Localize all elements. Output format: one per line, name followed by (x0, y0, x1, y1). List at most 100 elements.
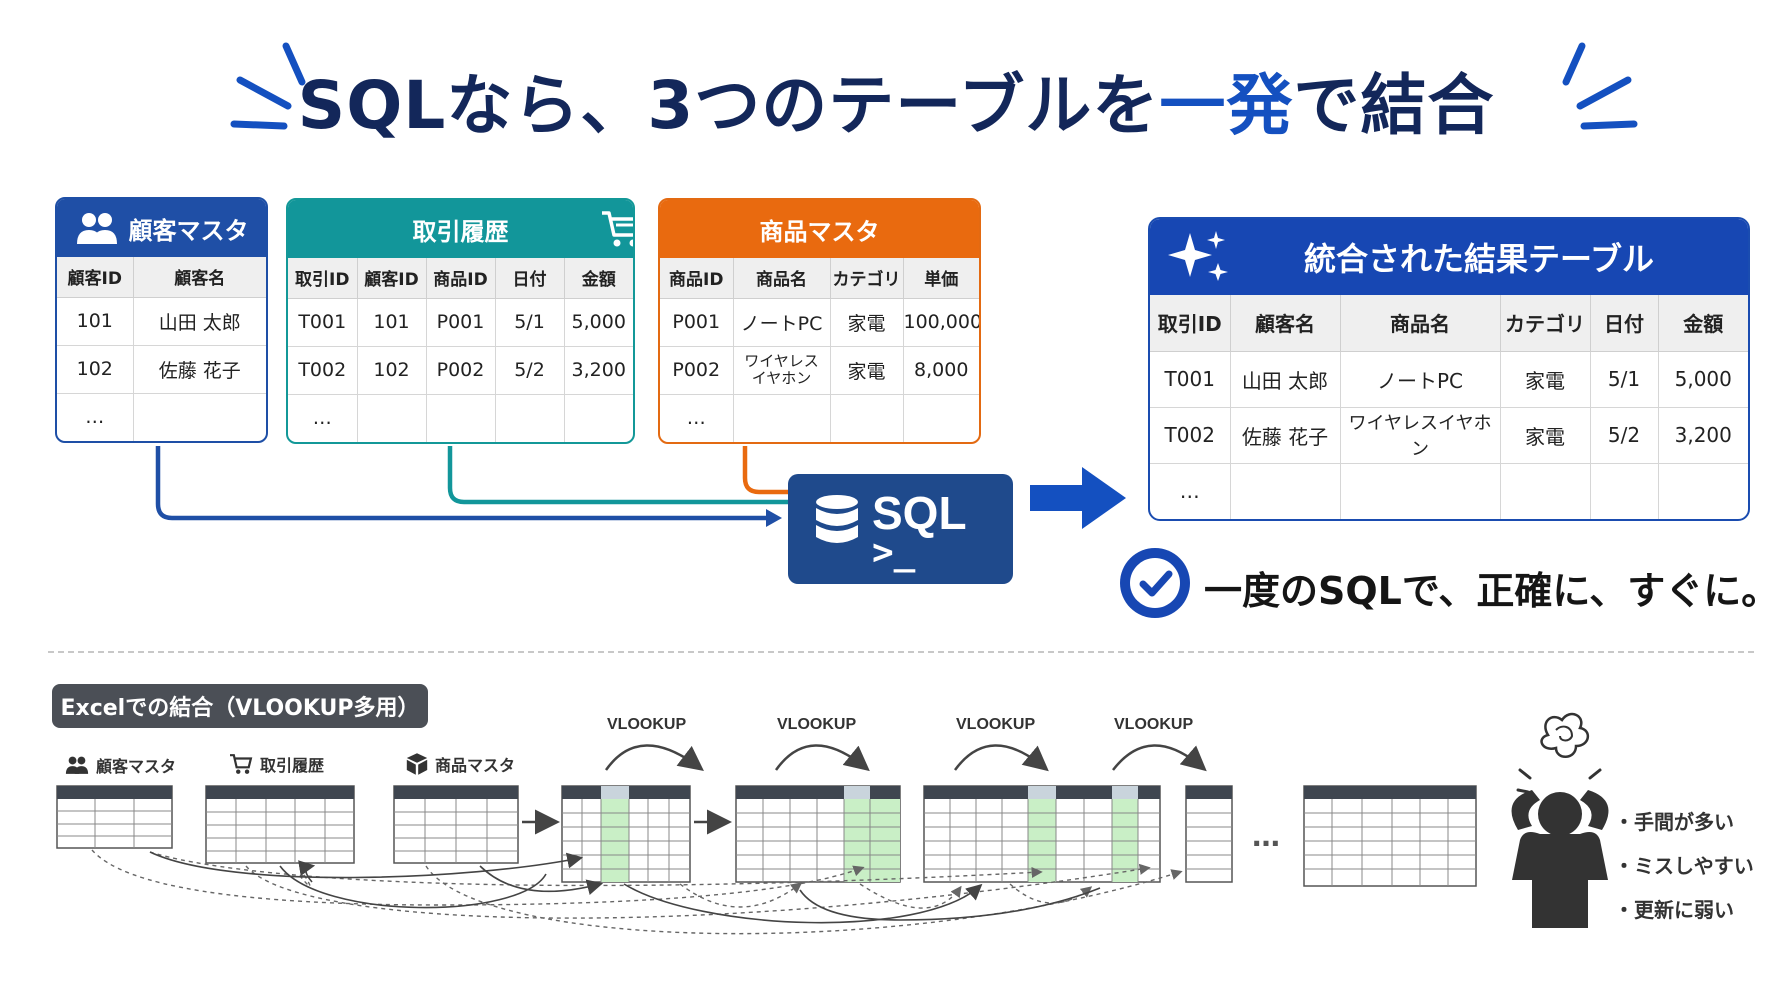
excel-sheet (1185, 785, 1233, 883)
result-table-title: 統合された結果テーブル (1303, 240, 1655, 278)
cell: ノートPC (733, 298, 831, 347)
cell: 5,000 (564, 298, 633, 347)
sparkles-icon (1150, 219, 1250, 295)
cell: 101 (357, 298, 427, 347)
cell: ワイヤレスイヤホン (1340, 407, 1501, 464)
cell: 5/2 (1590, 407, 1659, 464)
table-row: … (288, 394, 633, 442)
issue-item: ・手間が多い (1614, 810, 1734, 834)
column-header: カテゴリ (830, 258, 904, 299)
customer-master-title: 顧客マスタ (128, 216, 249, 245)
cell: T001 (288, 298, 358, 347)
product-master-title: 商品マスタ (759, 217, 880, 246)
cell: 山田 太郎 (1230, 351, 1341, 408)
connector-transactions (447, 446, 788, 505)
cell: P002 (426, 346, 496, 395)
confused-person-icon (1511, 712, 1609, 928)
cell: … (1150, 463, 1231, 519)
cell: T002 (1150, 407, 1231, 464)
cell (1230, 463, 1341, 519)
column-header: 日付 (1590, 295, 1659, 352)
cell (357, 394, 427, 442)
cell: T001 (1150, 351, 1231, 408)
burst-right-icon (1562, 42, 1638, 130)
transactions-header: 取引履歴 (288, 200, 633, 258)
users-icon (75, 208, 119, 248)
cell: 佐藤 花子 (133, 345, 266, 394)
excel-sheet (205, 785, 355, 864)
cell: 家電 (830, 298, 904, 347)
cell: P002 (660, 346, 734, 395)
check-circle-icon (1120, 548, 1190, 618)
vlookup-arc (953, 744, 1049, 772)
excel-sheet (735, 785, 901, 883)
product-master-header: 商品マスタ (660, 200, 979, 258)
cell (733, 394, 831, 442)
excel-source-label: 商品マスタ (435, 756, 516, 775)
cell: P001 (660, 298, 734, 347)
column-header: 顧客名 (1230, 295, 1341, 352)
excel-source-customer: 顧客マスタ (64, 753, 176, 777)
cell: 3,200 (1658, 407, 1748, 464)
column-header: 取引ID (1150, 295, 1231, 352)
cell: 101 (57, 297, 134, 346)
excel-source-product: 商品マスタ (405, 752, 515, 776)
more-sheets-ellipsis: … (1252, 820, 1282, 853)
column-header: 顧客名 (133, 257, 266, 298)
cell: 家電 (1500, 351, 1591, 408)
cell: … (660, 394, 734, 442)
column-header: 商品名 (1340, 295, 1501, 352)
column-header: 金額 (564, 258, 633, 299)
excel-sheet (561, 785, 691, 883)
vlookup-arc (604, 744, 704, 772)
cell (495, 394, 565, 442)
cell: 5,000 (1658, 351, 1748, 408)
page-title: SQLなら、3つのテーブルを一発で結合 (297, 67, 1495, 144)
excel-sheet (393, 785, 519, 864)
cell: 3,200 (564, 346, 633, 395)
users-icon (65, 756, 89, 774)
vlookup-label: VLOOKUP (777, 716, 857, 733)
column-header: 商品名 (733, 258, 831, 299)
table-row: … (660, 394, 979, 442)
cell: … (288, 394, 358, 442)
customer-master-header: 顧客マスタ (57, 199, 266, 257)
column-header: 取引ID (288, 258, 358, 299)
excel-source-label: 取引履歴 (260, 756, 325, 775)
transactions-title: 取引履歴 (412, 217, 509, 246)
cart-icon (230, 754, 253, 774)
connector-arrowhead (766, 509, 782, 527)
vlookup-arc (774, 744, 870, 772)
cell: 8,000 (903, 346, 979, 395)
cell: 102 (57, 345, 134, 394)
database-icon (816, 495, 858, 543)
cell: 家電 (1500, 407, 1591, 464)
cell (426, 394, 496, 442)
cell (1590, 463, 1659, 519)
result-table-header: 統合された結果テーブル (1150, 219, 1748, 295)
cell: 5/1 (1590, 351, 1659, 408)
excel-source-transactions: 取引履歴 (228, 752, 324, 776)
column-header: 顧客ID (357, 258, 427, 299)
connector-product (742, 446, 788, 495)
cell: 100,000 (903, 298, 979, 347)
column-header: 金額 (1658, 295, 1748, 352)
vlookup-arc (1112, 744, 1207, 772)
column-header: カテゴリ (1500, 295, 1591, 352)
column-header: 商品ID (660, 258, 734, 299)
cell (1340, 463, 1501, 519)
vlookup-label: VLOOKUP (956, 716, 1036, 733)
cell: 5/1 (495, 298, 565, 347)
terminal-prompt-icon: >_ (872, 532, 916, 573)
issue-item: ・ミスしやすい (1614, 854, 1754, 878)
column-header: 単価 (903, 258, 979, 299)
result-table: 統合された結果テーブル 取引ID 顧客名 商品名 カテゴリ 日付 金額 T001… (1148, 217, 1750, 521)
